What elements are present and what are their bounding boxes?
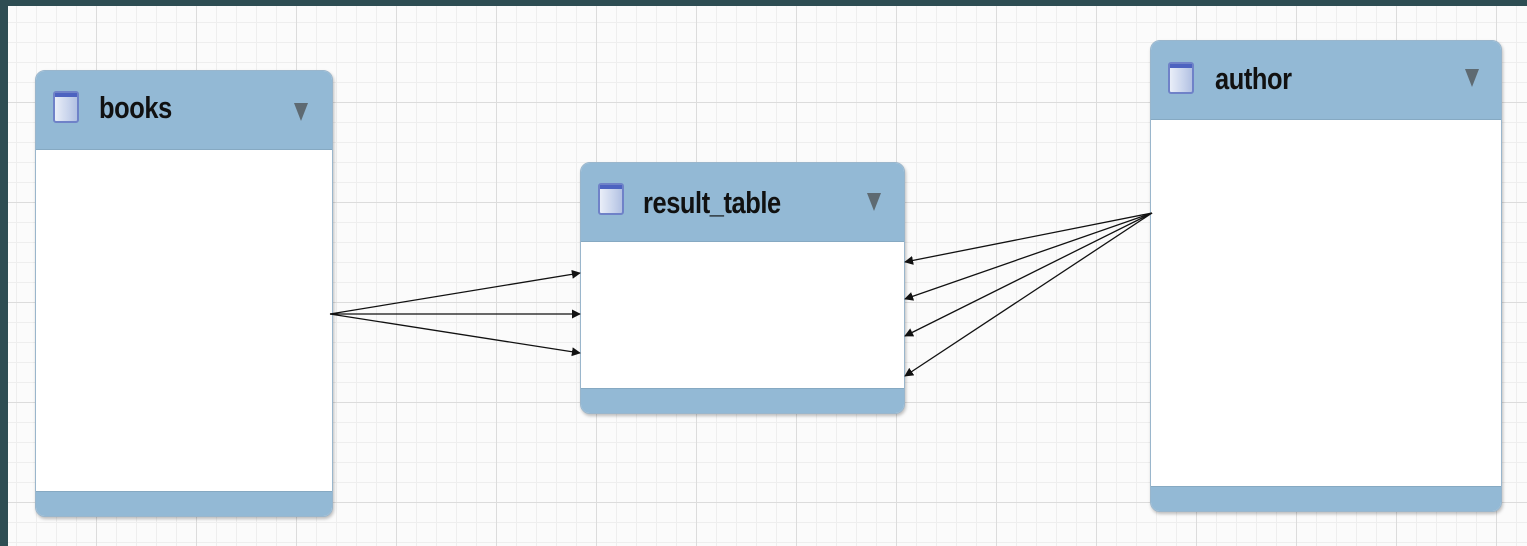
table-icon — [598, 183, 624, 215]
dropdown-arrow-icon[interactable] — [1465, 69, 1479, 87]
table-title: books — [99, 90, 172, 125]
table-header[interactable]: books — [36, 71, 332, 150]
table-result-table[interactable]: result_table — [580, 162, 905, 414]
table-footer — [581, 388, 904, 413]
table-icon — [53, 91, 79, 123]
table-header[interactable]: author — [1151, 41, 1501, 120]
table-footer — [36, 491, 332, 516]
table-author[interactable]: author — [1150, 40, 1502, 512]
dropdown-arrow-icon[interactable] — [294, 103, 308, 121]
table-title: author — [1215, 61, 1292, 96]
table-header[interactable]: result_table — [581, 163, 904, 242]
table-icon — [1168, 62, 1194, 94]
dropdown-arrow-icon[interactable] — [867, 193, 881, 211]
table-footer — [1151, 486, 1501, 511]
table-books[interactable]: books — [35, 70, 333, 517]
table-title: result_table — [643, 185, 781, 220]
